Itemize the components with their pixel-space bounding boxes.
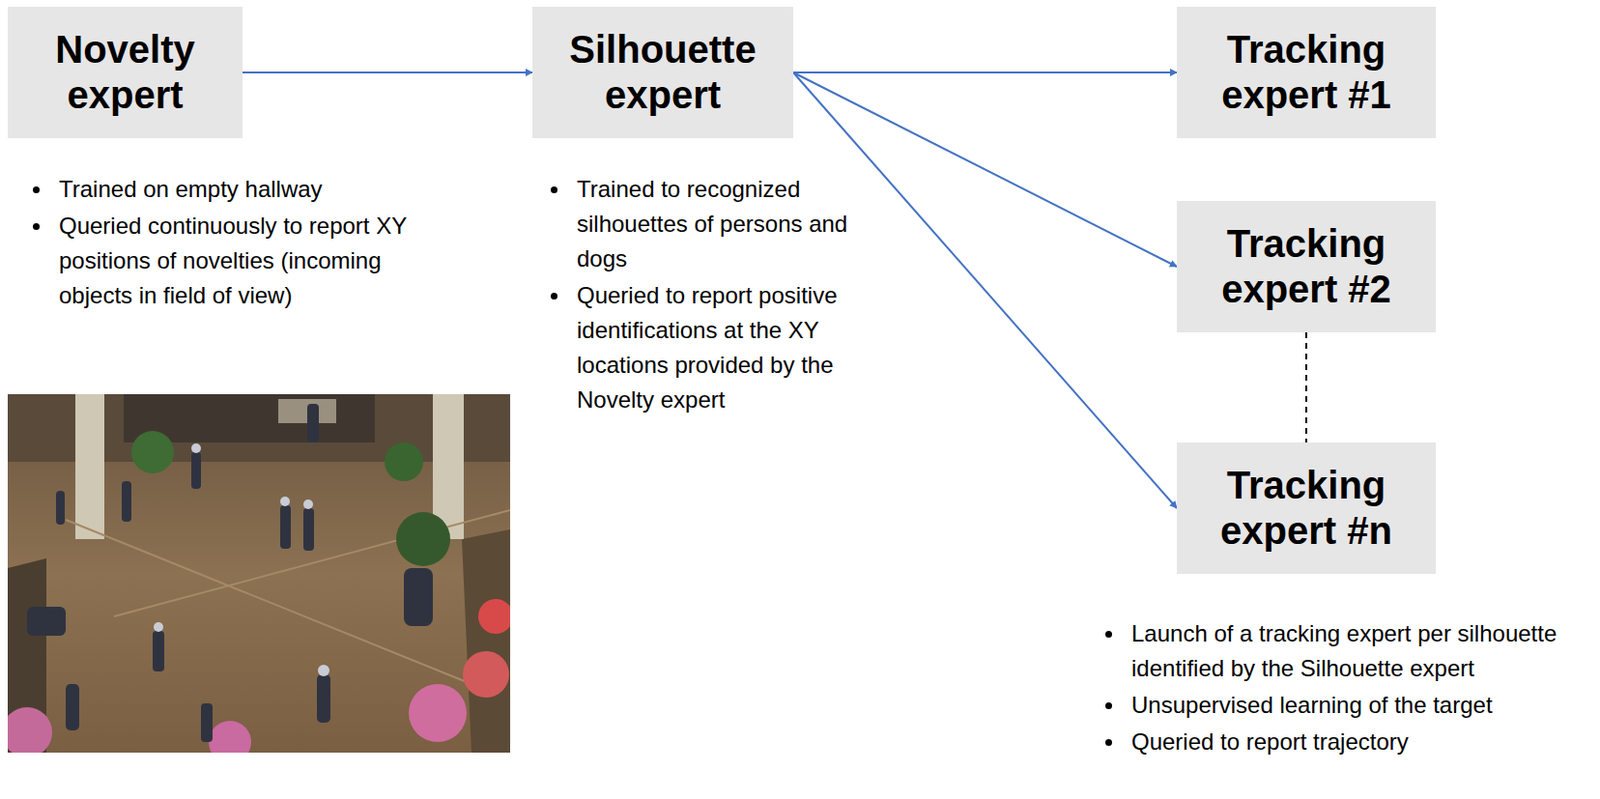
bullet-dot bbox=[550, 186, 558, 194]
bullet-text: Queried to report positive identificatio… bbox=[576, 278, 886, 418]
bullet-dot bbox=[550, 292, 558, 300]
bullet-list: Trained on empty hallwayQueried continuo… bbox=[28, 171, 459, 315]
bullet-item: Unsupervised learning of the target bbox=[1101, 687, 1593, 723]
bullet-dot bbox=[32, 223, 40, 230]
bullet-text: Launch of a tracking expert per silhouet… bbox=[1131, 616, 1593, 686]
bullet-item: Queried to report positive identificatio… bbox=[546, 278, 886, 418]
box-title: Tracking expert #n bbox=[1194, 462, 1419, 554]
expert-box: Tracking expert #1 bbox=[1176, 6, 1436, 139]
arrow-connector bbox=[793, 72, 1177, 509]
bullet-dot bbox=[32, 186, 40, 194]
bullet-text: Trained to recognized silhouettes of per… bbox=[576, 171, 886, 277]
bullet-dot bbox=[1105, 739, 1113, 746]
expert-box: Tracking expert #2 bbox=[1176, 200, 1436, 333]
bullet-text: Queried to report trajectory bbox=[1131, 724, 1409, 760]
bullet-item: Queried continuously to report XY positi… bbox=[28, 208, 459, 314]
expert-box: Novelty expert bbox=[7, 6, 243, 139]
bullet-text: Unsupervised learning of the target bbox=[1131, 687, 1493, 723]
expert-box: Silhouette expert bbox=[532, 6, 794, 139]
arrow-connector bbox=[793, 71, 1177, 74]
box-title: Silhouette expert bbox=[549, 27, 776, 118]
bullet-item: Trained to recognized silhouettes of per… bbox=[546, 171, 886, 277]
bullet-list: Launch of a tracking expert per silhouet… bbox=[1101, 616, 1593, 762]
box-title: Novelty expert bbox=[25, 27, 226, 118]
arrow-connector bbox=[242, 71, 533, 74]
bullet-dot bbox=[1105, 630, 1113, 638]
bullet-dot bbox=[1105, 702, 1113, 710]
box-title: Tracking expert #1 bbox=[1194, 27, 1419, 118]
bullet-item: Launch of a tracking expert per silhouet… bbox=[1101, 616, 1593, 686]
bullet-item: Queried to report trajectory bbox=[1101, 724, 1593, 760]
box-title: Tracking expert #2 bbox=[1194, 221, 1419, 313]
expert-box: Tracking expert #n bbox=[1176, 442, 1436, 574]
bullet-text: Queried continuously to report XY positi… bbox=[58, 208, 459, 314]
arrow-connector bbox=[793, 72, 1177, 267]
dashed-connector bbox=[1305, 332, 1308, 443]
hallway-photo bbox=[7, 394, 511, 753]
bullet-item: Trained on empty hallway bbox=[28, 171, 459, 207]
bullet-list: Trained to recognized silhouettes of per… bbox=[546, 171, 886, 420]
bullet-text: Trained on empty hallway bbox=[58, 171, 323, 207]
